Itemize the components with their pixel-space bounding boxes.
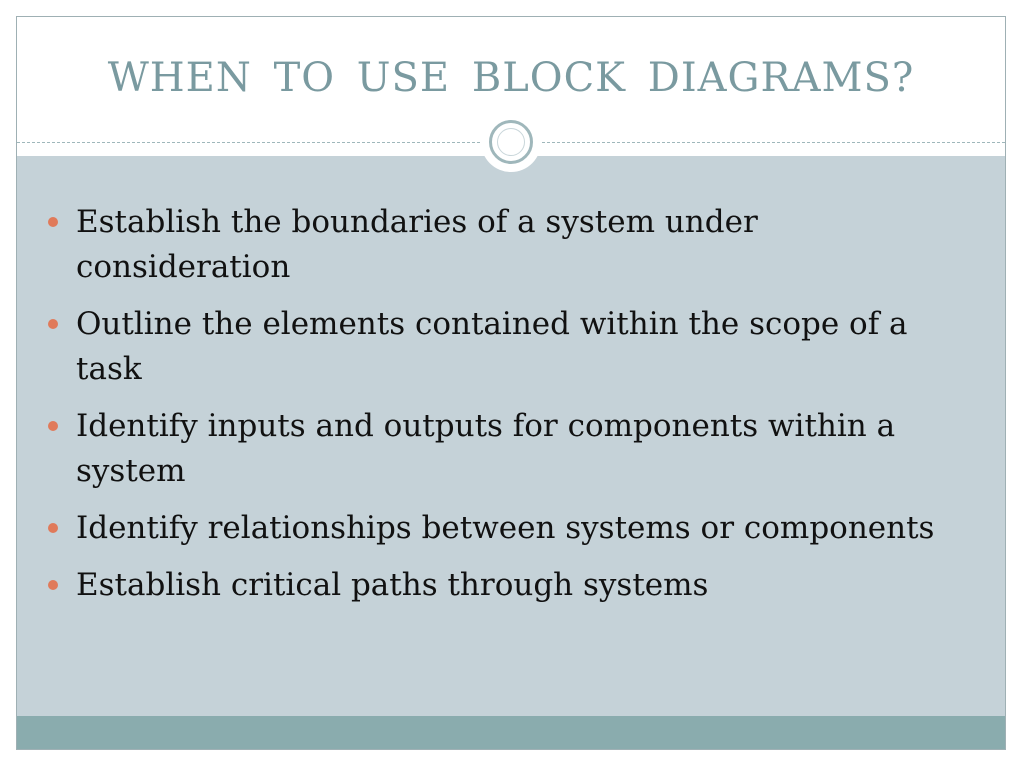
- list-item: Identify relationships between systems o…: [46, 506, 946, 551]
- circle-ornament-icon: [481, 112, 541, 172]
- footer-band: [17, 716, 1005, 749]
- bullet-dot-icon: [48, 580, 58, 590]
- slide-title: WHEN TO USE BLOCK DIAGRAMS?: [107, 55, 915, 101]
- slide-frame: WHEN TO USE BLOCK DIAGRAMS?: [16, 16, 1006, 750]
- list-item: Establish the boundaries of a system und…: [46, 200, 946, 290]
- list-item: Establish critical paths through systems: [46, 563, 946, 608]
- bullet-text: Outline the elements contained within th…: [76, 306, 908, 387]
- bullet-dot-icon: [48, 421, 58, 431]
- bullet-dot-icon: [48, 319, 58, 329]
- bullet-text: Identify inputs and outputs for componen…: [76, 408, 896, 489]
- bullet-text: Identify relationships between systems o…: [76, 510, 935, 546]
- bullet-list: Establish the boundaries of a system und…: [46, 200, 946, 620]
- list-item: Outline the elements contained within th…: [46, 302, 946, 392]
- ornament-inner-ring: [497, 128, 525, 156]
- bullet-text: Establish critical paths through systems: [76, 567, 709, 603]
- content-area: [17, 156, 1005, 716]
- list-item: Identify inputs and outputs for componen…: [46, 404, 946, 494]
- bullet-text: Establish the boundaries of a system und…: [76, 204, 758, 285]
- ornament-ring: [489, 120, 533, 164]
- bullet-dot-icon: [48, 523, 58, 533]
- bullet-dot-icon: [48, 217, 58, 227]
